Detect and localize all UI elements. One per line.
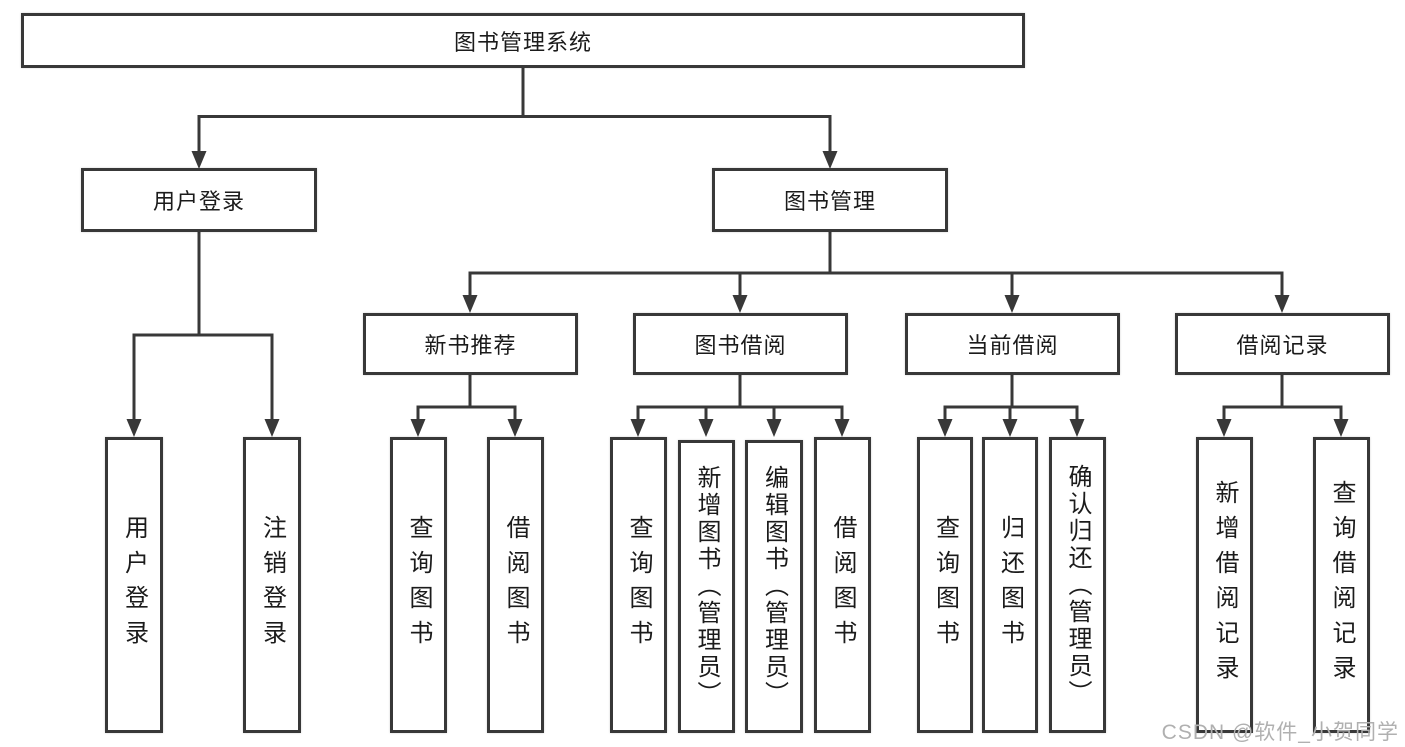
leaf-query-books-current: 查询图书 (917, 437, 973, 733)
leaf-add-borrow-record: 新增借阅记录 (1196, 437, 1253, 733)
node-new-book-recommend: 新书推荐 (363, 313, 578, 375)
arrowheads (126, 151, 1349, 437)
node-current-borrowing: 当前借阅 (905, 313, 1120, 375)
node-label: 新书推荐 (424, 333, 517, 358)
node-borrowing-records: 借阅记录 (1175, 313, 1390, 375)
node-book-borrowing: 图书借阅 (633, 313, 848, 375)
node-label: 借阅图书 (829, 515, 856, 655)
node-label: 用户登录 (120, 515, 148, 655)
leaf-user-login: 用户登录 (105, 437, 163, 733)
node-label: 用户登录 (152, 189, 245, 214)
node-label: 确认归还（管理员） (1064, 463, 1091, 707)
node-label: 图书管理系统 (453, 29, 592, 55)
leaf-query-books-recommend: 查询图书 (390, 437, 447, 733)
node-book-management: 图书管理 (712, 168, 948, 232)
node-label: 编辑图书（管理员） (760, 465, 788, 708)
node-label: 查询图书 (625, 515, 652, 655)
node-label: 新增借阅记录 (1211, 480, 1238, 690)
csdn-watermark: CSDN @软件_小贺同学 (1161, 721, 1399, 744)
node-label: 当前借阅 (966, 333, 1059, 358)
node-label: 查询图书 (931, 515, 959, 655)
node-label: 借阅记录 (1236, 333, 1329, 358)
node-label: 图书管理 (783, 189, 876, 214)
node-label: 图书借阅 (694, 333, 787, 358)
leaf-edit-book-admin: 编辑图书（管理员） (745, 440, 803, 733)
leaf-borrow-books-recommend: 借阅图书 (487, 437, 544, 733)
leaf-logout: 注销登录 (243, 437, 301, 733)
leaf-query-borrow-record: 查询借阅记录 (1313, 437, 1370, 733)
leaf-add-book-admin: 新增图书（管理员） (678, 440, 735, 733)
node-user-login-group: 用户登录 (81, 168, 317, 232)
node-label: 新增图书（管理员） (693, 465, 720, 708)
node-label: 查询图书 (405, 515, 432, 655)
leaf-query-books-borrowing: 查询图书 (610, 437, 667, 733)
node-label: 查询借阅记录 (1328, 480, 1355, 690)
node-label: 注销登录 (258, 515, 286, 655)
leaf-confirm-return-admin: 确认归还（管理员） (1049, 437, 1106, 733)
node-library-management-system: 图书管理系统 (21, 13, 1025, 68)
node-label: 归还图书 (996, 515, 1024, 655)
leaf-return-books: 归还图书 (982, 437, 1038, 733)
node-label: 借阅图书 (502, 515, 529, 655)
leaf-borrow-books: 借阅图书 (814, 437, 871, 733)
